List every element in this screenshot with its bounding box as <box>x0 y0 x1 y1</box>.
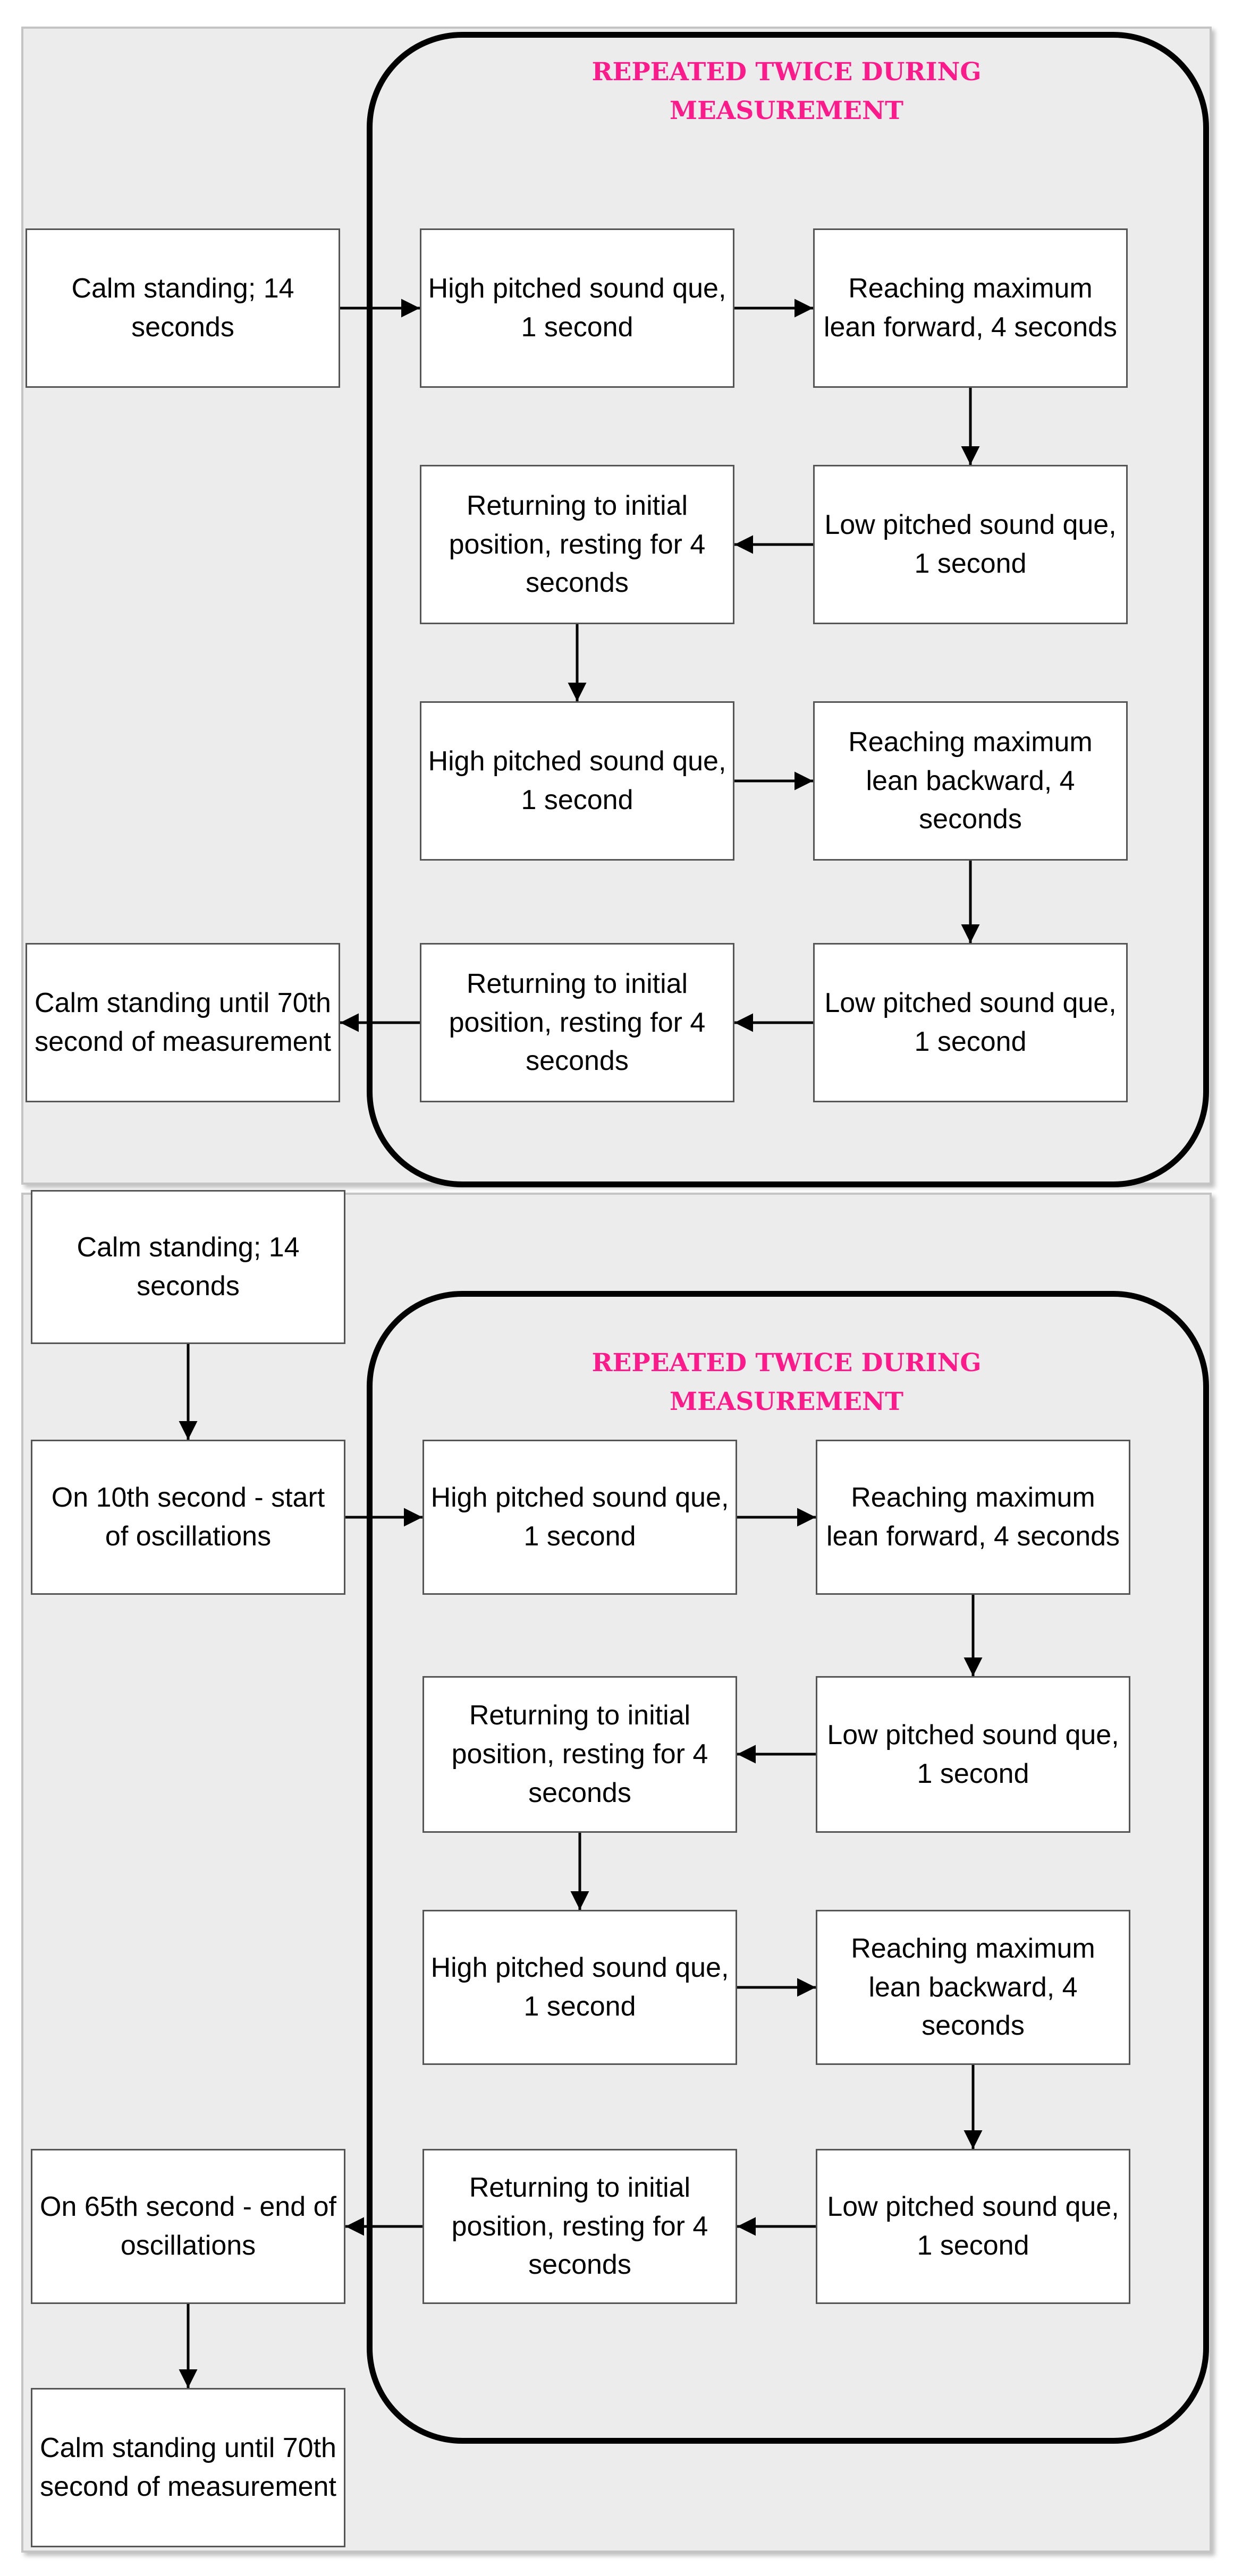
diagram-2-low-pitch-1-box: Low pitched sound que, 1 second <box>816 1676 1130 1833</box>
diagram-1-high-pitch-1-box: High pitched sound que, 1 second <box>420 228 734 388</box>
diagram-2-panel <box>21 1193 1212 2553</box>
diagram-2-high-pitch-1-box: High pitched sound que, 1 second <box>422 1440 737 1595</box>
diagram-2-start-box: Calm standing; 14 seconds <box>31 1190 345 1344</box>
diagram-1-start-box: Calm standing; 14 seconds <box>26 228 340 388</box>
diagram-1-return-1-box: Returning to initial position, resting f… <box>420 465 734 624</box>
diagram-1-repeat-loop <box>367 32 1209 1187</box>
diagram-2-low-pitch-2-box: Low pitched sound que, 1 second <box>816 2149 1130 2304</box>
diagram-2-loop-title: REPEATED TWICE DURING MEASUREMENT <box>591 1348 982 1416</box>
diagram-1-low-pitch-2-box: Low pitched sound que, 1 second <box>813 943 1128 1102</box>
diagram-2-repeat-loop <box>367 1291 1209 2444</box>
diagram-1-low-pitch-1-box: Low pitched sound que, 1 second <box>813 465 1128 624</box>
diagram-2-lean-forward-box: Reaching maximum lean forward, 4 seconds <box>816 1440 1130 1595</box>
diagram-1-high-pitch-2-box: High pitched sound que, 1 second <box>420 701 734 861</box>
diagram-2-return-2-box: Returning to initial position, resting f… <box>422 2149 737 2304</box>
diagram-2-high-pitch-2-box: High pitched sound que, 1 second <box>422 1910 737 2065</box>
diagram-2-return-1-box: Returning to initial position, resting f… <box>422 1676 737 1833</box>
diagram-2-end-box: Calm standing until 70th second of measu… <box>31 2388 345 2547</box>
diagram-1-loop-title: REPEATED TWICE DURING MEASUREMENT <box>591 57 982 125</box>
diagram-2-oscillation-start-box: On 10th second - start of oscillations <box>31 1440 345 1595</box>
diagram-1-end-box: Calm standing until 70th second of measu… <box>26 943 340 1102</box>
diagram-1-return-2-box: Returning to initial position, resting f… <box>420 943 734 1102</box>
diagram-2-lean-backward-box: Reaching maximum lean backward, 4 second… <box>816 1910 1130 2065</box>
diagram-1-lean-forward-box: Reaching maximum lean forward, 4 seconds <box>813 228 1128 388</box>
diagram-1-lean-backward-box: Reaching maximum lean backward, 4 second… <box>813 701 1128 861</box>
diagram-2-oscillation-end-box: On 65th second - end of oscillations <box>31 2149 345 2304</box>
